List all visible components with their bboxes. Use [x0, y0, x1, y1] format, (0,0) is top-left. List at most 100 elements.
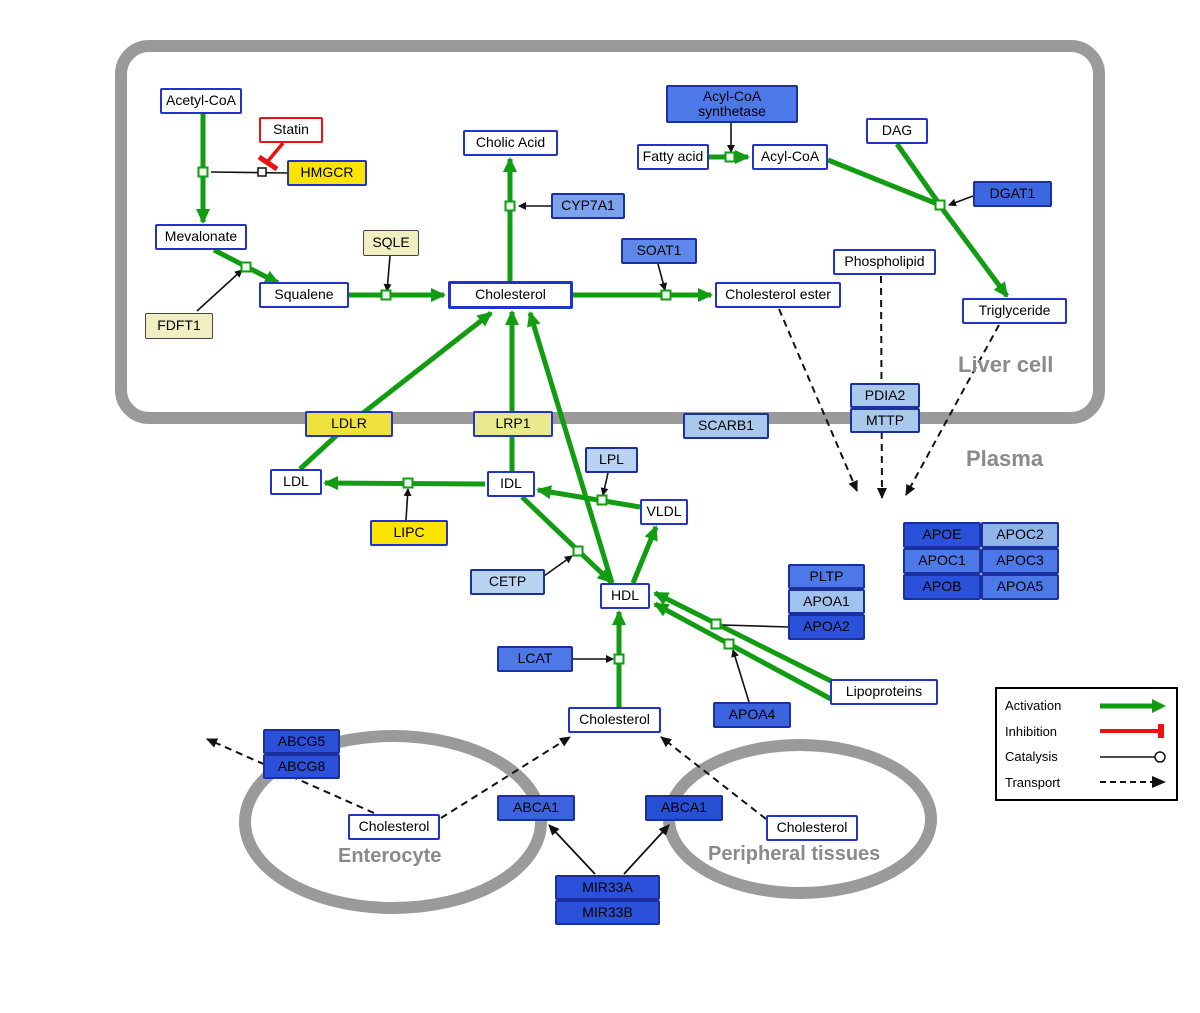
- edge-fdft1-catalysis: [196, 269, 243, 312]
- edge-lipc-catalysis: [403, 488, 412, 521]
- reaction-node: [613, 653, 625, 665]
- node-apoc1[interactable]: APOC1: [903, 548, 981, 574]
- inhibition-tbar-symbol: [1100, 724, 1164, 739]
- reaction-node: [572, 545, 584, 557]
- node-acetyl-coa[interactable]: Acetyl-CoA: [160, 88, 242, 114]
- enterocyte-membrane: [239, 730, 547, 914]
- node-apoa2[interactable]: APOA2: [788, 614, 865, 640]
- reaction-node: [710, 618, 722, 630]
- legend-transport: Transport: [1005, 774, 1168, 790]
- node-acyl-coa[interactable]: Acyl-CoA: [752, 144, 828, 170]
- node-cholesterol-liver[interactable]: Cholesterol: [448, 281, 573, 309]
- reaction-node: [504, 200, 516, 212]
- node-abca1-enterocyte[interactable]: ABCA1: [497, 795, 575, 821]
- node-soat1[interactable]: SOAT1: [621, 238, 697, 264]
- node-apoc2[interactable]: APOC2: [981, 522, 1059, 548]
- node-cyp7a1[interactable]: CYP7A1: [551, 193, 625, 219]
- edge-hdl-scarb1-cholesterol: [527, 311, 615, 584]
- edge-dgatnode-triglyceride: [938, 205, 1010, 298]
- edge-dag-dgat-node: [894, 142, 943, 207]
- reaction-node: [934, 199, 946, 211]
- legend-activation: Activation: [1005, 698, 1168, 714]
- node-mevalonate[interactable]: Mevalonate: [155, 224, 247, 250]
- transport-dashed-arrow-symbol: [1100, 776, 1166, 789]
- node-pltp[interactable]: PLTP: [788, 564, 865, 589]
- legend-inhibition-label: Inhibition: [1005, 723, 1058, 739]
- node-fatty-acid[interactable]: Fatty acid: [637, 144, 709, 170]
- node-apoa5[interactable]: APOA5: [981, 574, 1059, 600]
- node-triglyceride[interactable]: Triglyceride: [962, 298, 1067, 324]
- node-cholesterol-ester[interactable]: Cholesterol ester: [715, 282, 841, 308]
- node-apoa4[interactable]: APOA4: [713, 702, 791, 728]
- edge-lpl-catalysis: [600, 472, 609, 496]
- node-apoa1[interactable]: APOA1: [788, 589, 865, 614]
- edge-soat1-catalysis: [657, 263, 668, 291]
- node-phospholipid[interactable]: Phospholipid: [833, 249, 936, 275]
- edge-hmgcr-catalysis: [210, 171, 288, 174]
- node-mttp[interactable]: MTTP: [850, 408, 920, 433]
- node-cholesterol-plasma[interactable]: Cholesterol: [568, 707, 661, 733]
- enterocyte-label: Enterocyte: [338, 845, 442, 867]
- edge-statin-inhibition: [266, 141, 285, 163]
- node-mir33a[interactable]: MIR33A: [555, 875, 660, 900]
- node-apob[interactable]: APOB: [903, 574, 981, 600]
- edge-acylcoa-dgat-node: [827, 157, 941, 208]
- edge-cetp-catalysis: [543, 555, 573, 577]
- edge-cholesterol-peripheral-plasma: [660, 736, 767, 820]
- edge-cholesterol-abcg-efflux: [206, 738, 375, 814]
- legend: Activation Inhibition Catalysis Transpor…: [995, 687, 1178, 801]
- edge-statin-inhibition-tbar: [257, 154, 279, 172]
- node-abca1-peripheral[interactable]: ABCA1: [645, 795, 723, 821]
- reaction-node: [596, 494, 608, 506]
- node-abcg5[interactable]: ABCG5: [263, 729, 340, 754]
- node-cholic-acid[interactable]: Cholic Acid: [463, 130, 558, 156]
- node-cetp[interactable]: CETP: [470, 569, 545, 595]
- node-lcat[interactable]: LCAT: [497, 646, 573, 672]
- node-mir33b[interactable]: MIR33B: [555, 900, 660, 925]
- node-abcg8[interactable]: ABCG8: [263, 754, 340, 779]
- node-ldlr[interactable]: LDLR: [305, 411, 393, 437]
- reaction-node: [724, 151, 736, 163]
- liver-cell-membrane: [115, 40, 1105, 424]
- legend-catalysis: Catalysis: [1005, 749, 1168, 765]
- edge-lipoproteins-hdl-lower: [653, 601, 833, 702]
- node-idl[interactable]: IDL: [487, 471, 535, 497]
- node-squalene[interactable]: Squalene: [259, 282, 349, 308]
- node-acyl-coa-synthetase[interactable]: Acyl-CoA synthetase: [666, 85, 798, 123]
- edge-apoa4-catalysis: [731, 649, 750, 703]
- peripheral-tissues-label: Peripheral tissues: [708, 843, 881, 865]
- node-cholesterol-peripheral[interactable]: Cholesterol: [766, 815, 858, 841]
- edge-dgat1-catalysis: [948, 195, 974, 207]
- legend-activation-label: Activation: [1005, 698, 1062, 714]
- node-apoc3[interactable]: APOC3: [981, 548, 1059, 574]
- node-lipoproteins[interactable]: Lipoproteins: [830, 679, 938, 705]
- node-pdia2[interactable]: PDIA2: [850, 383, 920, 408]
- edge-vldl-idl: [536, 485, 641, 510]
- reaction-node: [380, 289, 392, 301]
- legend-catalysis-label: Catalysis: [1005, 749, 1058, 765]
- node-vldl[interactable]: VLDL: [640, 499, 688, 525]
- node-apoe[interactable]: APOE: [903, 522, 981, 548]
- catalysis-port: [257, 167, 267, 177]
- node-statin[interactable]: Statin: [259, 117, 323, 143]
- edge-lipoproteins-hdl-upper: [653, 590, 833, 684]
- node-sqle[interactable]: SQLE: [363, 230, 419, 256]
- node-scarb1[interactable]: SCARB1: [683, 413, 769, 439]
- node-lpl[interactable]: LPL: [585, 447, 638, 473]
- node-dag[interactable]: DAG: [866, 118, 928, 144]
- node-cholesterol-enterocyte[interactable]: Cholesterol: [348, 814, 440, 840]
- reaction-node: [240, 261, 252, 273]
- edge-sqle-catalysis: [383, 255, 392, 292]
- node-lrp1[interactable]: LRP1: [473, 411, 553, 437]
- node-hdl[interactable]: HDL: [600, 583, 650, 609]
- reaction-node: [402, 477, 414, 489]
- node-fdft1[interactable]: FDFT1: [145, 313, 213, 339]
- edge-ldl-ldlr-cholesterol: [298, 311, 493, 471]
- node-ldl[interactable]: LDL: [270, 469, 322, 495]
- node-hmgcr[interactable]: HMGCR: [287, 160, 367, 186]
- node-dgat1[interactable]: DGAT1: [973, 181, 1052, 207]
- node-lipc[interactable]: LIPC: [370, 520, 448, 546]
- reaction-node: [660, 289, 672, 301]
- edge-hdl-vldl: [630, 525, 659, 584]
